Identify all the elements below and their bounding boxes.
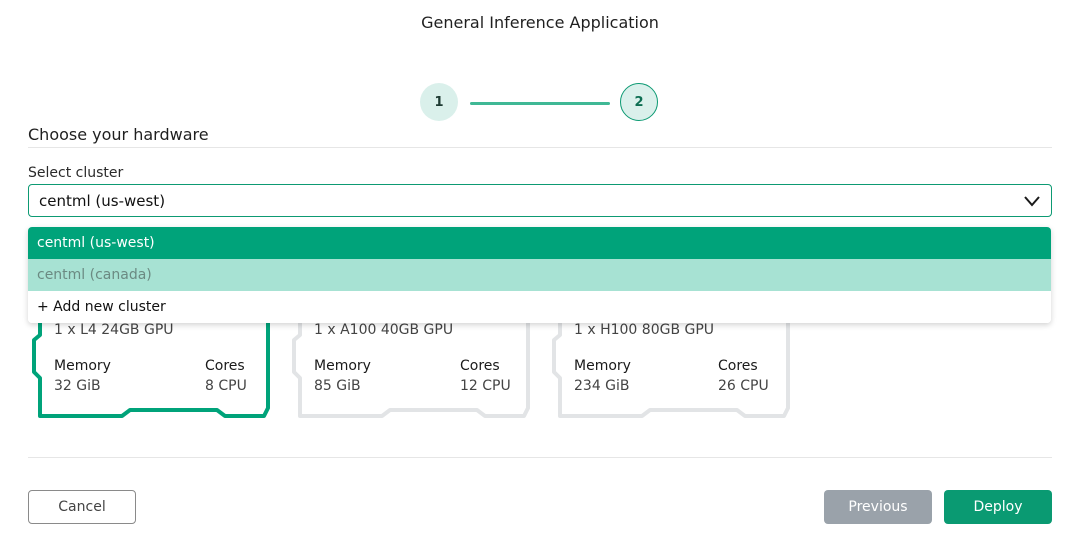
card-frame <box>32 318 270 418</box>
card-frame <box>292 318 530 418</box>
memory-value: 32 GiB <box>54 378 101 394</box>
footer-divider <box>28 457 1052 458</box>
memory-value: 234 GiB <box>574 378 630 394</box>
cluster-label: Select cluster <box>28 165 124 181</box>
hardware-card-h100[interactable]: 1 x H100 80GB GPU Memory 234 GiB Cores 2… <box>552 300 792 422</box>
cores-label: Cores <box>718 358 758 374</box>
memory-value: 85 GiB <box>314 378 361 394</box>
gpu-spec: 1 x A100 40GB GPU <box>314 322 454 338</box>
step-connector <box>470 102 610 105</box>
cluster-dropdown: centml (us-west) centml (canada) + Add n… <box>28 227 1051 323</box>
memory-label: Memory <box>54 358 111 374</box>
step-2[interactable]: 2 <box>620 83 658 121</box>
cores-value: 8 CPU <box>205 378 247 394</box>
deploy-button[interactable]: Deploy <box>944 490 1052 524</box>
add-cluster-option[interactable]: + Add new cluster <box>28 291 1051 323</box>
page-title: General Inference Application <box>421 13 659 32</box>
memory-label: Memory <box>314 358 371 374</box>
cluster-select[interactable]: centml (us-west) <box>28 184 1052 217</box>
gpu-spec: 1 x L4 24GB GPU <box>54 322 174 338</box>
cores-value: 26 CPU <box>718 378 769 394</box>
cluster-option-us-west[interactable]: centml (us-west) <box>28 227 1051 259</box>
cores-value: 12 CPU <box>460 378 511 394</box>
step-1[interactable]: 1 <box>420 83 458 121</box>
gpu-spec: 1 x H100 80GB GPU <box>574 322 715 338</box>
cancel-button[interactable]: Cancel <box>28 490 136 524</box>
hardware-card-a100[interactable]: 1 x A100 40GB GPU Memory 85 GiB Cores 12… <box>292 300 532 422</box>
section-divider <box>28 147 1052 148</box>
cluster-option-canada[interactable]: centml (canada) <box>28 259 1051 291</box>
cores-label: Cores <box>205 358 245 374</box>
cluster-select-value: centml (us-west) <box>39 192 166 210</box>
card-frame <box>552 318 790 418</box>
previous-button[interactable]: Previous <box>824 490 932 524</box>
stepper: 1 2 <box>420 83 660 123</box>
section-heading: Choose your hardware <box>28 125 209 144</box>
cores-label: Cores <box>460 358 500 374</box>
memory-label: Memory <box>574 358 631 374</box>
chevron-down-icon <box>1024 196 1040 207</box>
hardware-card-l4[interactable]: 1 x L4 24GB GPU Memory 32 GiB Cores 8 CP… <box>32 300 272 422</box>
